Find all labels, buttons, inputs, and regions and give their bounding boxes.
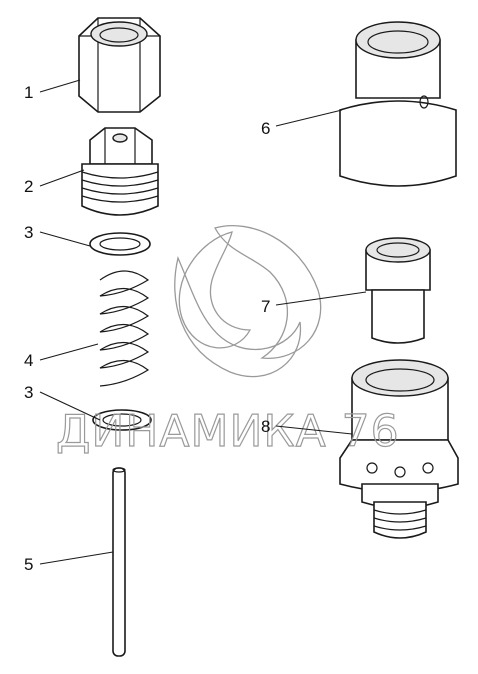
- part-label-7: 7: [261, 297, 270, 316]
- leader-line-7: [275, 291, 367, 306]
- part-label-6: 6: [261, 119, 270, 138]
- bushing-icon: [365, 237, 431, 344]
- leader-line-3a: [39, 231, 91, 247]
- hex-nut-icon: [78, 17, 161, 113]
- leader-line-8: [275, 425, 353, 435]
- leader-lines: [39, 79, 367, 565]
- leader-line-2: [39, 169, 85, 187]
- leader-line-4: [39, 343, 99, 361]
- plug-icon: [81, 127, 159, 216]
- part-label-4: 4: [24, 351, 33, 370]
- washer-icon: [89, 232, 151, 256]
- leader-line-1: [39, 79, 81, 93]
- part-label-1: 1: [24, 83, 33, 102]
- spring-icon: [99, 270, 150, 387]
- leader-line-5: [39, 551, 114, 565]
- leader-line-3b: [39, 391, 101, 421]
- part-label-3a: 3: [24, 223, 33, 242]
- watermark-text: ДИНАМИКА 76: [56, 406, 400, 457]
- leader-line-6: [275, 109, 343, 127]
- sleeve-icon: [339, 21, 457, 187]
- part-label-2: 2: [24, 177, 33, 196]
- washer-icon: [92, 409, 152, 431]
- part-label-5: 5: [24, 555, 33, 574]
- valve-body-icon: [339, 359, 459, 539]
- rod-icon: [112, 467, 126, 657]
- part-label-3b: 3: [24, 383, 33, 402]
- part-label-8: 8: [261, 417, 270, 436]
- watermark-logo-icon: [174, 224, 322, 378]
